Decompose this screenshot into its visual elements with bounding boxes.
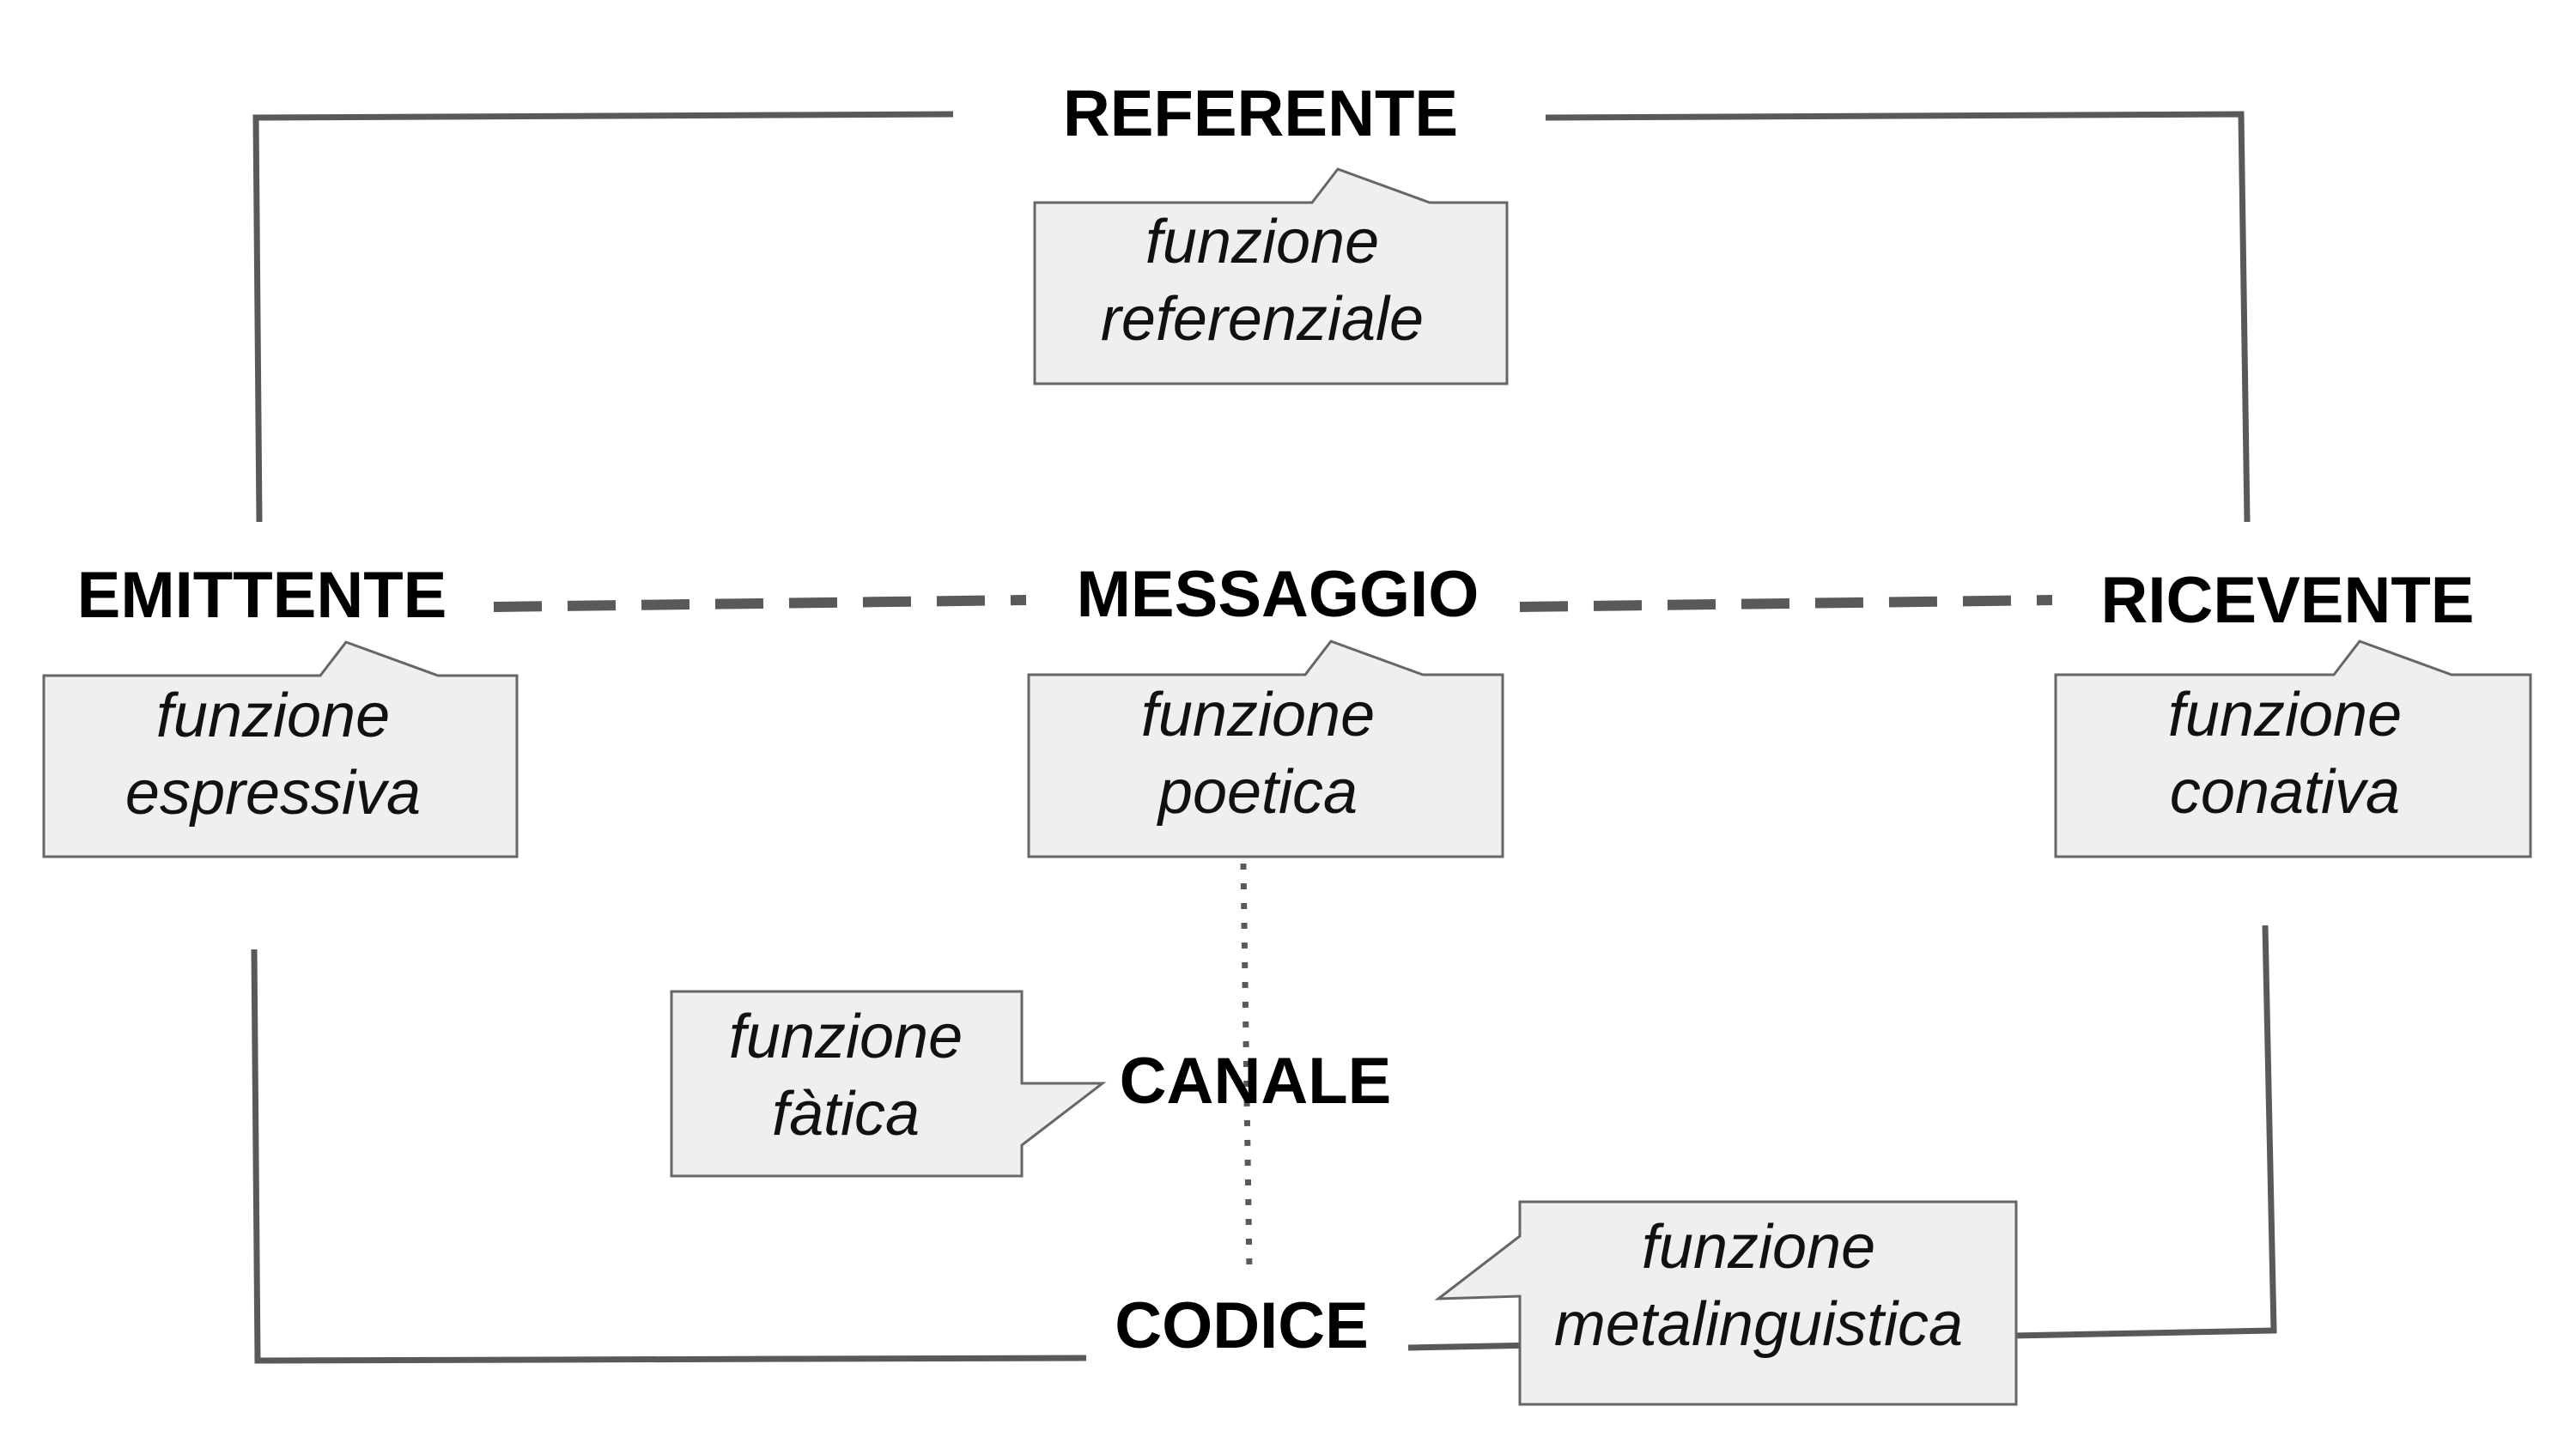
node-emittente: EMITTENTE (77, 559, 447, 632)
callout-referenziale-line2: referenziale (1101, 285, 1424, 354)
callout-metalinguistica-line2: metalinguistica (1554, 1290, 1963, 1359)
callout-conativa-line1: funzione (2168, 681, 2402, 749)
callout-poetica-line2: poetica (1157, 758, 1358, 827)
callout-funzione-metalinguistica: funzione metalinguistica (1434, 1200, 2018, 1406)
node-messaggio: MESSAGGIO (1077, 558, 1479, 631)
callout-fatica-line2: fàtica (772, 1080, 920, 1149)
callout-funzione-referenziale: funzione referenziale (1033, 167, 1509, 385)
callout-poetica-line1: funzione (1141, 681, 1375, 749)
dashed-emittente-messaggio (493, 595, 1027, 612)
node-ricevente: RICEVENTE (2101, 564, 2475, 637)
callout-espressiva-line2: espressiva (125, 759, 421, 828)
callout-funzione-conativa: funzione conativa (2054, 640, 2532, 858)
connector-emittente-referente (252, 111, 954, 523)
dotted-messaggio-codice (1240, 863, 1253, 1270)
connector-emittente-codice (251, 949, 1087, 1364)
callout-funzione-fatica: funzione fàtica (670, 990, 1107, 1178)
callout-funzione-espressiva: funzione espressiva (42, 640, 519, 858)
callout-funzione-poetica: funzione poetica (1027, 640, 1504, 858)
callout-referenziale-line1: funzione (1145, 208, 1379, 276)
dashed-messaggio-ricevente (1519, 595, 2053, 612)
node-codice: CODICE (1115, 1289, 1369, 1362)
node-referente: REFERENTE (1063, 77, 1458, 150)
callout-espressiva-line1: funzione (156, 682, 390, 750)
callout-fatica-line1: funzione (729, 1003, 963, 1071)
callout-conativa-line2: conativa (2170, 758, 2400, 827)
node-canale: CANALE (1120, 1045, 1392, 1118)
connector-referente-ricevente (1545, 111, 2251, 523)
callout-metalinguistica-line1: funzione (1642, 1213, 1875, 1282)
